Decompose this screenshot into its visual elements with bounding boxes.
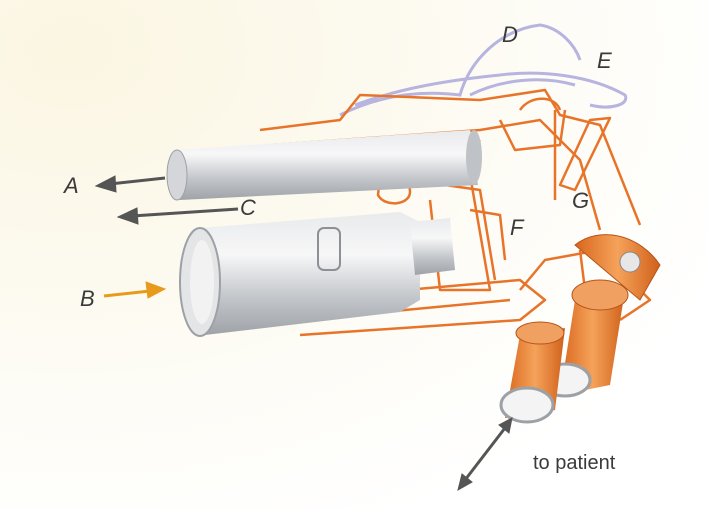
label-e: E [597, 48, 612, 73]
exhaust-port-a [166, 130, 482, 201]
arrow-to-patient [457, 417, 513, 492]
inlet-port-b [179, 212, 455, 337]
label-c: C [240, 195, 256, 220]
arrow-c [116, 207, 239, 225]
label-a: A [64, 173, 79, 198]
label-d: D [502, 22, 518, 47]
to-patient-label: to patient [533, 452, 616, 474]
label-g: G [572, 188, 590, 213]
patient-connectors [499, 234, 661, 424]
label-f: F [510, 215, 524, 240]
arrow-b [103, 281, 167, 299]
arrow-a [94, 175, 166, 193]
label-b: B [80, 286, 95, 311]
valve-flap-d-e [339, 23, 628, 117]
